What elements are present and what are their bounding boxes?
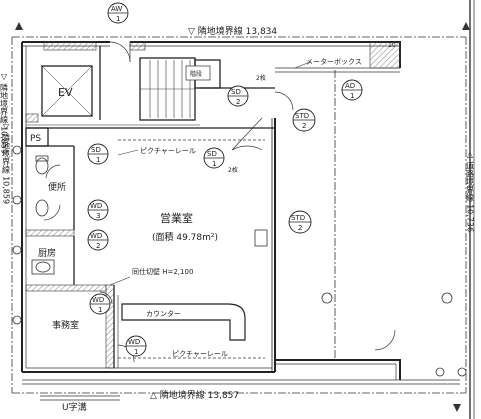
sd1-note-label: 2枚: [228, 166, 238, 174]
tag-wd2-top: WD: [90, 232, 102, 240]
counter: [121, 303, 246, 341]
tag-sd1a: SD 1: [87, 143, 109, 165]
boundary-right-label: △ 道路境界線 10,736: [466, 150, 475, 232]
picture-rails: [118, 139, 265, 359]
tag-wd1a: WD 1: [89, 293, 111, 315]
u-gutter-label: U字溝: [62, 401, 87, 413]
boundary-left-label-2: ▽ 隣地境界線 10,859: [2, 122, 11, 204]
tag-std2b: STD 2: [288, 210, 312, 234]
tag-sd2: SD 2: [227, 85, 249, 107]
toilet-label: 便所: [48, 181, 66, 193]
tag-ad-top: AD: [345, 82, 355, 90]
hatched-walls: [25, 41, 401, 369]
tag-wd2-bottom: 2: [96, 242, 100, 250]
boundary-left-label: ▽ 隣地境界線 10,859: [0, 72, 9, 154]
toilet-fixtures: [31, 155, 268, 275]
dim-10-label: 10: [388, 42, 396, 49]
boundary-top-label: ▽ 隣地境界線 13,834: [188, 25, 277, 37]
mailbox-label: メーターボックス: [306, 57, 362, 66]
leader-lines: [109, 61, 311, 286]
tag-std2b-bottom: 2: [298, 224, 302, 232]
office-label: 事務室: [52, 319, 79, 331]
sd2-note-label: 2枚: [256, 74, 266, 82]
tag-aw: AW 1: [107, 2, 129, 24]
tag-wd1a-top: WD: [92, 296, 104, 304]
picture-rail-top-label: ピクチャーレール: [140, 147, 196, 155]
tag-sd1a-top: SD: [91, 146, 101, 154]
tag-wd1b-bottom: 1: [134, 348, 138, 356]
tag-wd3-top: WD: [90, 202, 102, 210]
column-marks: [12, 145, 467, 377]
sales-area-label: (面積 49.78m²): [152, 231, 218, 243]
tag-aw-top: AW: [111, 5, 122, 13]
sales-room-label: 営業室: [160, 211, 193, 225]
tag-ad-bottom: 1: [350, 92, 354, 100]
bottom-gutter: [22, 379, 460, 401]
tag-std2a-bottom: 2: [302, 122, 306, 130]
stair-treads: [140, 60, 195, 118]
kitchen-label: 厨房: [38, 247, 56, 259]
boundary-markers: [15, 22, 470, 412]
tag-sd2-top: SD: [231, 88, 241, 96]
ps-label: PS: [30, 134, 41, 144]
counter-label: カウンター: [146, 309, 181, 318]
page-frame: [469, 0, 475, 419]
tag-wd1a-bottom: 1: [98, 306, 102, 314]
tag-wd1b-top: WD: [128, 338, 140, 346]
boundary-lines: [11, 36, 467, 394]
tag-wd1b: WD 1: [125, 335, 147, 357]
tag-wd2: WD 2: [87, 229, 109, 251]
tag-wd3: WD 3: [87, 199, 109, 221]
tag-sd1b-bottom: 1: [212, 160, 216, 168]
tag-ad: AD 1: [341, 79, 363, 101]
picture-rail-bottom-label: ピクチャーレール: [172, 350, 228, 358]
tag-aw-bottom: 1: [116, 15, 120, 23]
stair-label: 階段: [190, 70, 202, 78]
tag-std2b-top: STD: [291, 214, 305, 222]
stair-label-box: [185, 65, 211, 81]
boundary-bottom-label: △ 隣地境界線 13,857: [150, 389, 239, 401]
ev-label: EV: [58, 86, 73, 99]
tag-sd1b: SD 1: [203, 147, 225, 169]
tag-sd1a-bottom: 1: [96, 156, 100, 164]
top-wall-detail: [22, 45, 400, 380]
tag-std2a-top: STD: [295, 112, 309, 120]
tag-std2a: STD 2: [292, 108, 316, 132]
tag-sd1b-top: SD: [207, 150, 217, 158]
tag-sd2-bottom: 2: [236, 98, 240, 106]
tag-wd3-bottom: 3: [96, 212, 100, 220]
fire-door-label: 同仕切壁 H=2,100: [132, 267, 193, 276]
